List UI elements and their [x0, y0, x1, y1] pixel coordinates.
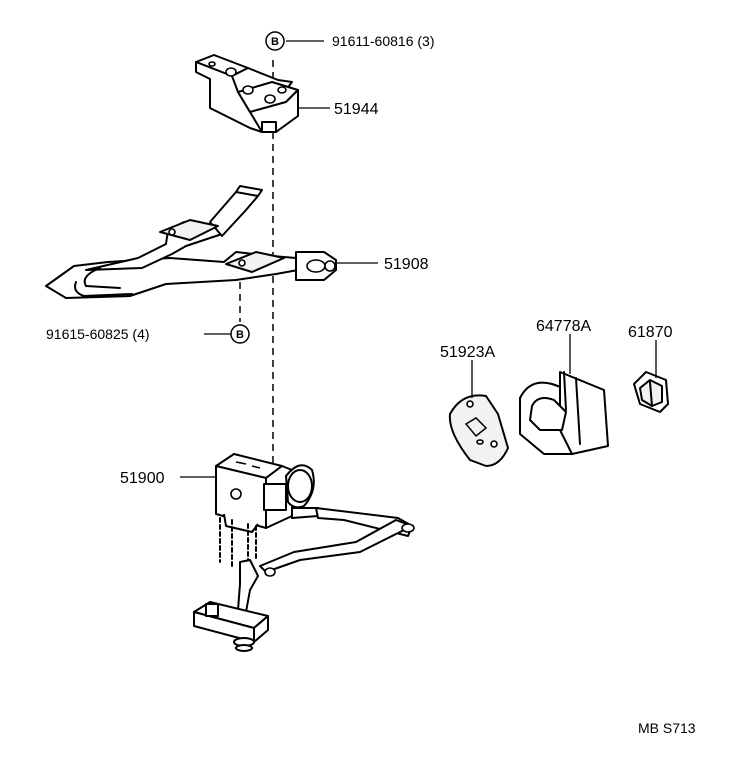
- grommet-61870: [633, 371, 669, 413]
- diagram-code: MB S713: [638, 720, 696, 736]
- label-arm: 51908: [384, 256, 429, 273]
- label-bolt-b-mid: 91615-60825 (4): [46, 326, 150, 342]
- label-bracket: 51944: [334, 101, 379, 118]
- b-marker-mid-circle: [230, 324, 250, 344]
- label-grommet: 61870: [628, 324, 673, 341]
- b-marker-top-circle: [265, 31, 285, 51]
- bracket-51944: [195, 54, 299, 133]
- b-marker-mid: B: [236, 329, 244, 341]
- label-hoist: 51900: [120, 470, 165, 487]
- arm-51908: [45, 185, 337, 299]
- gasket-51923A: [448, 394, 509, 467]
- label-bolt-b-top: 91611-60816 (3): [332, 33, 434, 49]
- hoist-51900: [193, 453, 415, 652]
- label-cover: 64778A: [536, 318, 591, 335]
- label-gasket: 51923A: [440, 344, 495, 361]
- cover-64778A: [519, 371, 609, 455]
- b-marker-top: B: [271, 36, 279, 48]
